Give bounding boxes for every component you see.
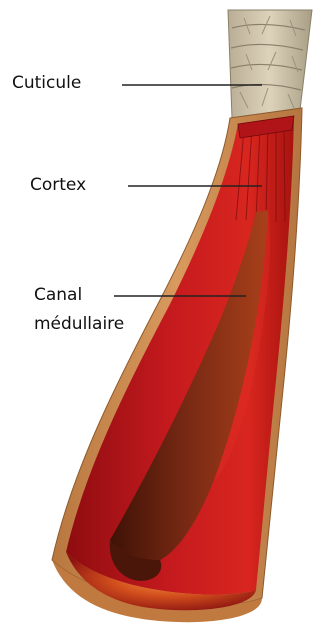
cortex-label: Cortex: [30, 174, 86, 196]
medullary-canal-label-line2: médullaire: [34, 313, 124, 335]
medullary-canal-label-line1: Canal: [34, 284, 82, 306]
cuticle-label: Cuticule: [12, 72, 81, 94]
cuticle-scales: [228, 10, 312, 118]
